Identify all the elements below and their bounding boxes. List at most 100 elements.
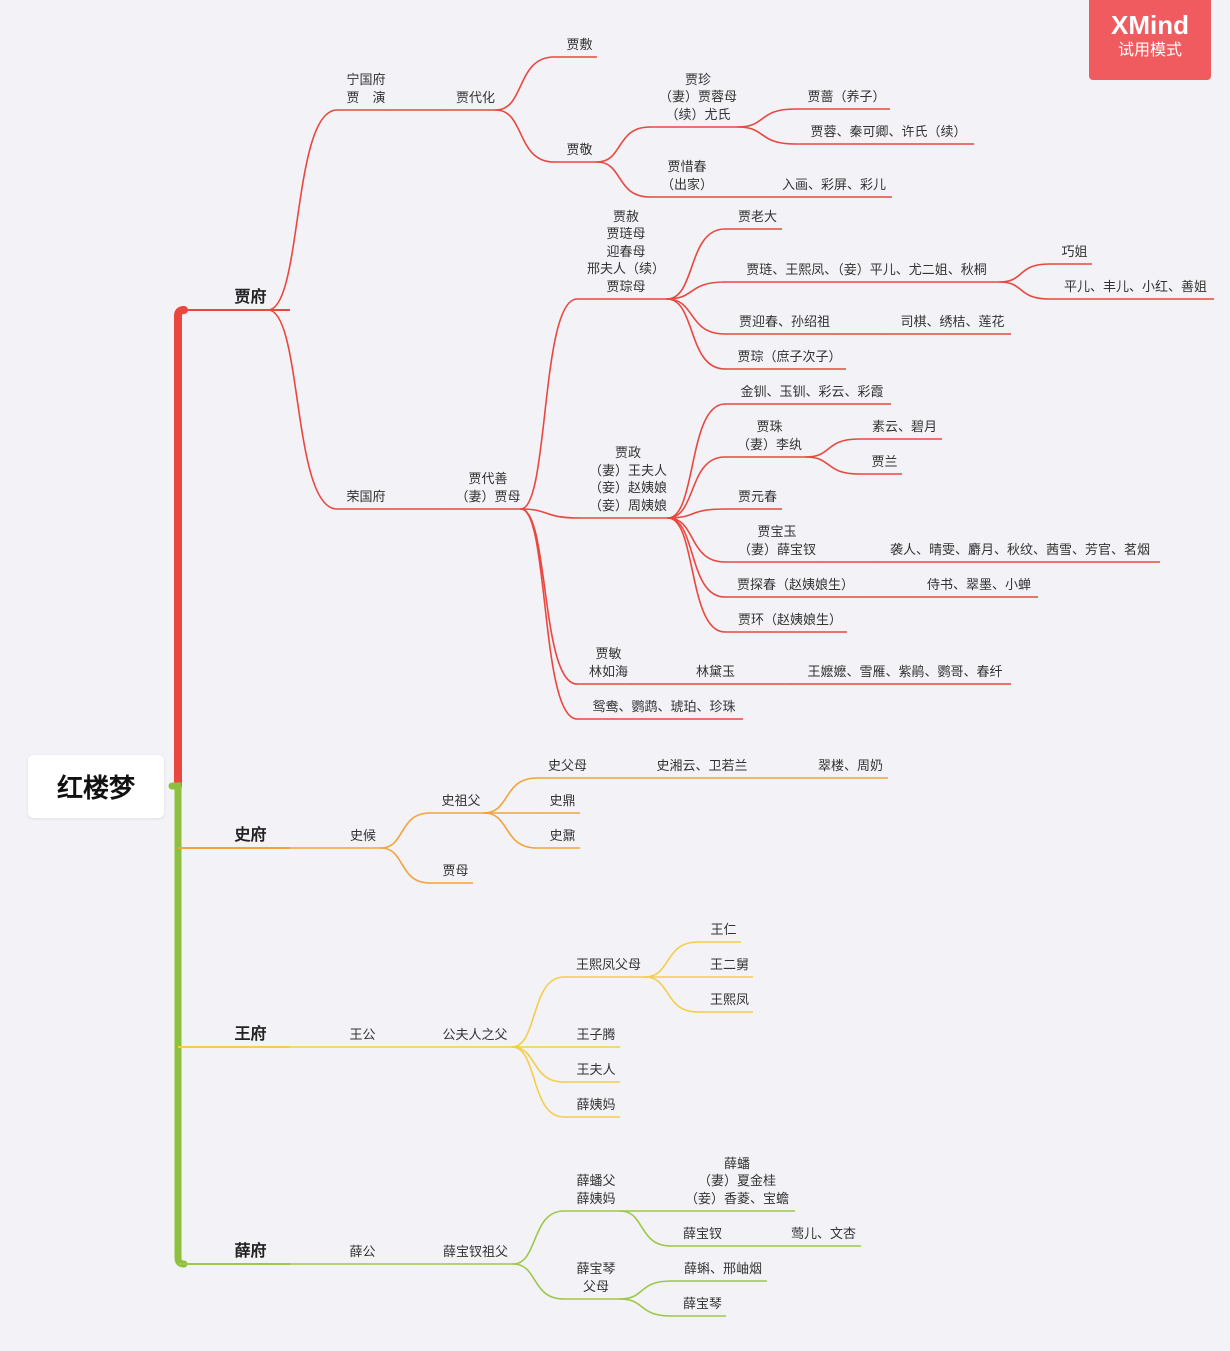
watermark-mode: 试用模式 <box>1117 42 1182 59</box>
topic-xuepan[interactable]: 薛蟠 （妻）夏金桂 （妾）香菱、宝蟾 <box>684 1156 789 1207</box>
topic-jiazhen[interactable]: 贾珍 （妻）贾蓉母 （续）尤氏 <box>658 72 737 123</box>
link-xueyima <box>511 1046 565 1118</box>
topic-shifumu[interactable]: 史父母 <box>547 758 587 774</box>
link-xuepanfu <box>512 1210 565 1265</box>
topic-baoqinfm[interactable]: 薛宝琴 父母 <box>576 1262 616 1295</box>
topic-wangerjiu[interactable]: 王二舅 <box>709 957 749 973</box>
link-baoyu <box>667 517 726 563</box>
topic-shinai[interactable]: 史鼐 <box>549 828 576 844</box>
topic-xfumu[interactable]: 王熙凤父母 <box>575 957 641 973</box>
link-baochai <box>619 1210 672 1247</box>
link-shizufu <box>380 812 431 849</box>
topic-jiafu[interactable]: 贾敷 <box>566 37 593 53</box>
link-jiahuan <box>667 517 726 633</box>
topic-wangfuren[interactable]: 王夫人 <box>576 1062 616 1078</box>
link-shinai <box>483 812 538 849</box>
topic-shi[interactable]: 史府 <box>234 825 267 844</box>
link-baoqinfm <box>512 1263 565 1300</box>
link-jiaxichun <box>596 161 651 198</box>
topic-xuegong[interactable]: 薛公 <box>349 1244 376 1260</box>
topic-yuanyang[interactable]: 鸳鸯、鹦鹉、琥珀、珍珠 <box>592 699 736 715</box>
topic-xueyima[interactable]: 薛姨妈 <box>576 1097 616 1113</box>
topic-jialian[interactable]: 贾琏、王熙凤、（妾）平儿、尤二姐、秋桐 <box>746 262 987 278</box>
topic-jia[interactable]: 贾府 <box>234 287 267 306</box>
topic-wangmama[interactable]: 王嬷嬷、雪雁、紫鹃、鹦哥、春纤 <box>807 664 1003 680</box>
topic-shiding[interactable]: 史鼎 <box>549 793 576 809</box>
link-jiarong <box>737 126 796 145</box>
topic-daishu[interactable]: 侍书、翠墨、小蝉 <box>926 577 1031 593</box>
link-jiashe <box>520 298 578 510</box>
topic-jiamu[interactable]: 贾母 <box>442 863 469 879</box>
topic-jiarong[interactable]: 贾蓉、秦可卿、许氏（续） <box>810 124 967 140</box>
topic-xueke[interactable]: 薛蝌、邢岫烟 <box>683 1261 762 1277</box>
topic-xifeng[interactable]: 王熙凤 <box>709 992 749 1008</box>
topic-yuanchun[interactable]: 贾元春 <box>737 489 777 505</box>
topic-gongfuren[interactable]: 公夫人之父 <box>442 1027 508 1043</box>
link-yuanyang <box>520 508 578 720</box>
topic-jiajing[interactable]: 贾敬 <box>566 142 593 158</box>
topic-daiyu[interactable]: 林黛玉 <box>695 664 735 680</box>
topic-wang[interactable]: 王府 <box>234 1024 267 1043</box>
topic-baochai[interactable]: 薛宝钗 <box>682 1226 722 1242</box>
topic-jinchuan[interactable]: 金钏、玉钏、彩云、彩霞 <box>740 384 884 400</box>
topic-yinger[interactable]: 莺儿、文杏 <box>790 1226 856 1242</box>
topic-jiazheng[interactable]: 贾政 （妻）王夫人 （妾）赵姨娘 （妾）周姨娘 <box>588 446 667 514</box>
trunk-green <box>168 782 188 1268</box>
topic-wangren[interactable]: 王仁 <box>710 922 737 938</box>
topic-xiren[interactable]: 袭人、晴雯、麝月、秋纹、茜雪、芳官、茗烟 <box>889 542 1150 558</box>
link-jiazheng <box>520 508 581 519</box>
link-jialan <box>805 456 860 475</box>
topic-ziteng[interactable]: 王子腾 <box>576 1027 616 1043</box>
link-baoqin <box>619 1298 672 1317</box>
link-jiaqiang <box>737 108 796 128</box>
topic-jiazhu[interactable]: 贾珠 （妻）李纨 <box>736 420 802 453</box>
link-jiazhen <box>596 126 651 163</box>
link-jiamu <box>380 847 431 884</box>
link-jiajing <box>495 109 555 163</box>
topic-jiadaihua[interactable]: 贾代化 <box>455 90 495 106</box>
topic-jialaoda[interactable]: 贾老大 <box>737 209 777 225</box>
topic-rongguo[interactable]: 荣国府 <box>346 489 386 505</box>
link-jiamin <box>520 508 578 685</box>
topic-ruhua[interactable]: 入画、彩屏、彩儿 <box>781 177 886 193</box>
topic-jiashe[interactable]: 贾赦 贾琏母 迎春母 邢夫人（续） 贾琮母 <box>586 209 665 295</box>
link-xueke <box>619 1280 672 1300</box>
topic-jiadaishan[interactable]: 贾代善 （妻）贾母 <box>455 472 521 505</box>
topic-qiaojie[interactable]: 巧姐 <box>1061 244 1088 260</box>
topic-siqi[interactable]: 司棋、绣桔、莲花 <box>900 314 1005 330</box>
topic-tanchun[interactable]: 贾探春（赵姨娘生） <box>736 577 854 593</box>
topic-xuepanfu[interactable]: 薛蟠父 薛姨妈 <box>576 1174 616 1207</box>
link-jiafu <box>495 56 555 111</box>
topic-jiacong[interactable]: 贾琮（庶子次子） <box>737 349 842 365</box>
topic-yingchun[interactable]: 贾迎春、孙绍祖 <box>738 314 830 330</box>
topic-cuilou[interactable]: 翠楼、周奶 <box>817 758 883 774</box>
topic-jialan[interactable]: 贾兰 <box>871 454 898 470</box>
topic-ningguo[interactable]: 宁国府 贾 演 <box>346 73 386 106</box>
link-xfumu <box>511 976 565 1048</box>
topic-xue[interactable]: 薛府 <box>234 1241 267 1260</box>
link-xifeng <box>644 976 699 1013</box>
topic-shihou[interactable]: 史候 <box>349 828 376 844</box>
link-jinchuan <box>667 403 726 519</box>
topic-shizufu[interactable]: 史祖父 <box>441 793 481 809</box>
topic-baochaizu[interactable]: 薛宝钗祖父 <box>442 1244 508 1260</box>
link-yuanchun <box>667 508 726 519</box>
topic-wanggong[interactable]: 王公 <box>349 1027 376 1043</box>
link-rongguo <box>267 309 338 510</box>
topic-baoqin[interactable]: 薛宝琴 <box>682 1296 722 1312</box>
topic-jiaqiang[interactable]: 贾蔷（养子） <box>807 89 886 105</box>
topic-suyun[interactable]: 素云、碧月 <box>871 419 937 435</box>
root-topic[interactable]: 红楼梦 <box>28 755 164 818</box>
topic-baoyu[interactable]: 贾宝玉 （妻）薛宝钗 <box>737 525 816 558</box>
link-pinger <box>999 281 1050 300</box>
topic-jiahuan[interactable]: 贾环（赵姨娘生） <box>737 612 842 628</box>
link-jiazhu <box>667 456 726 519</box>
topic-jiaxichun[interactable]: 贾惜春 （出家） <box>660 160 713 193</box>
trunk-jia <box>174 306 188 790</box>
link-qiaojie <box>999 263 1050 283</box>
topic-xiangyun[interactable]: 史湘云、卫若兰 <box>656 758 748 774</box>
link-wangren <box>644 941 699 978</box>
link-jiacong <box>666 298 726 370</box>
topic-pinger[interactable]: 平儿、丰儿、小红、善姐 <box>1063 279 1207 295</box>
topic-jiamin[interactable]: 贾敏 林如海 <box>588 647 628 680</box>
